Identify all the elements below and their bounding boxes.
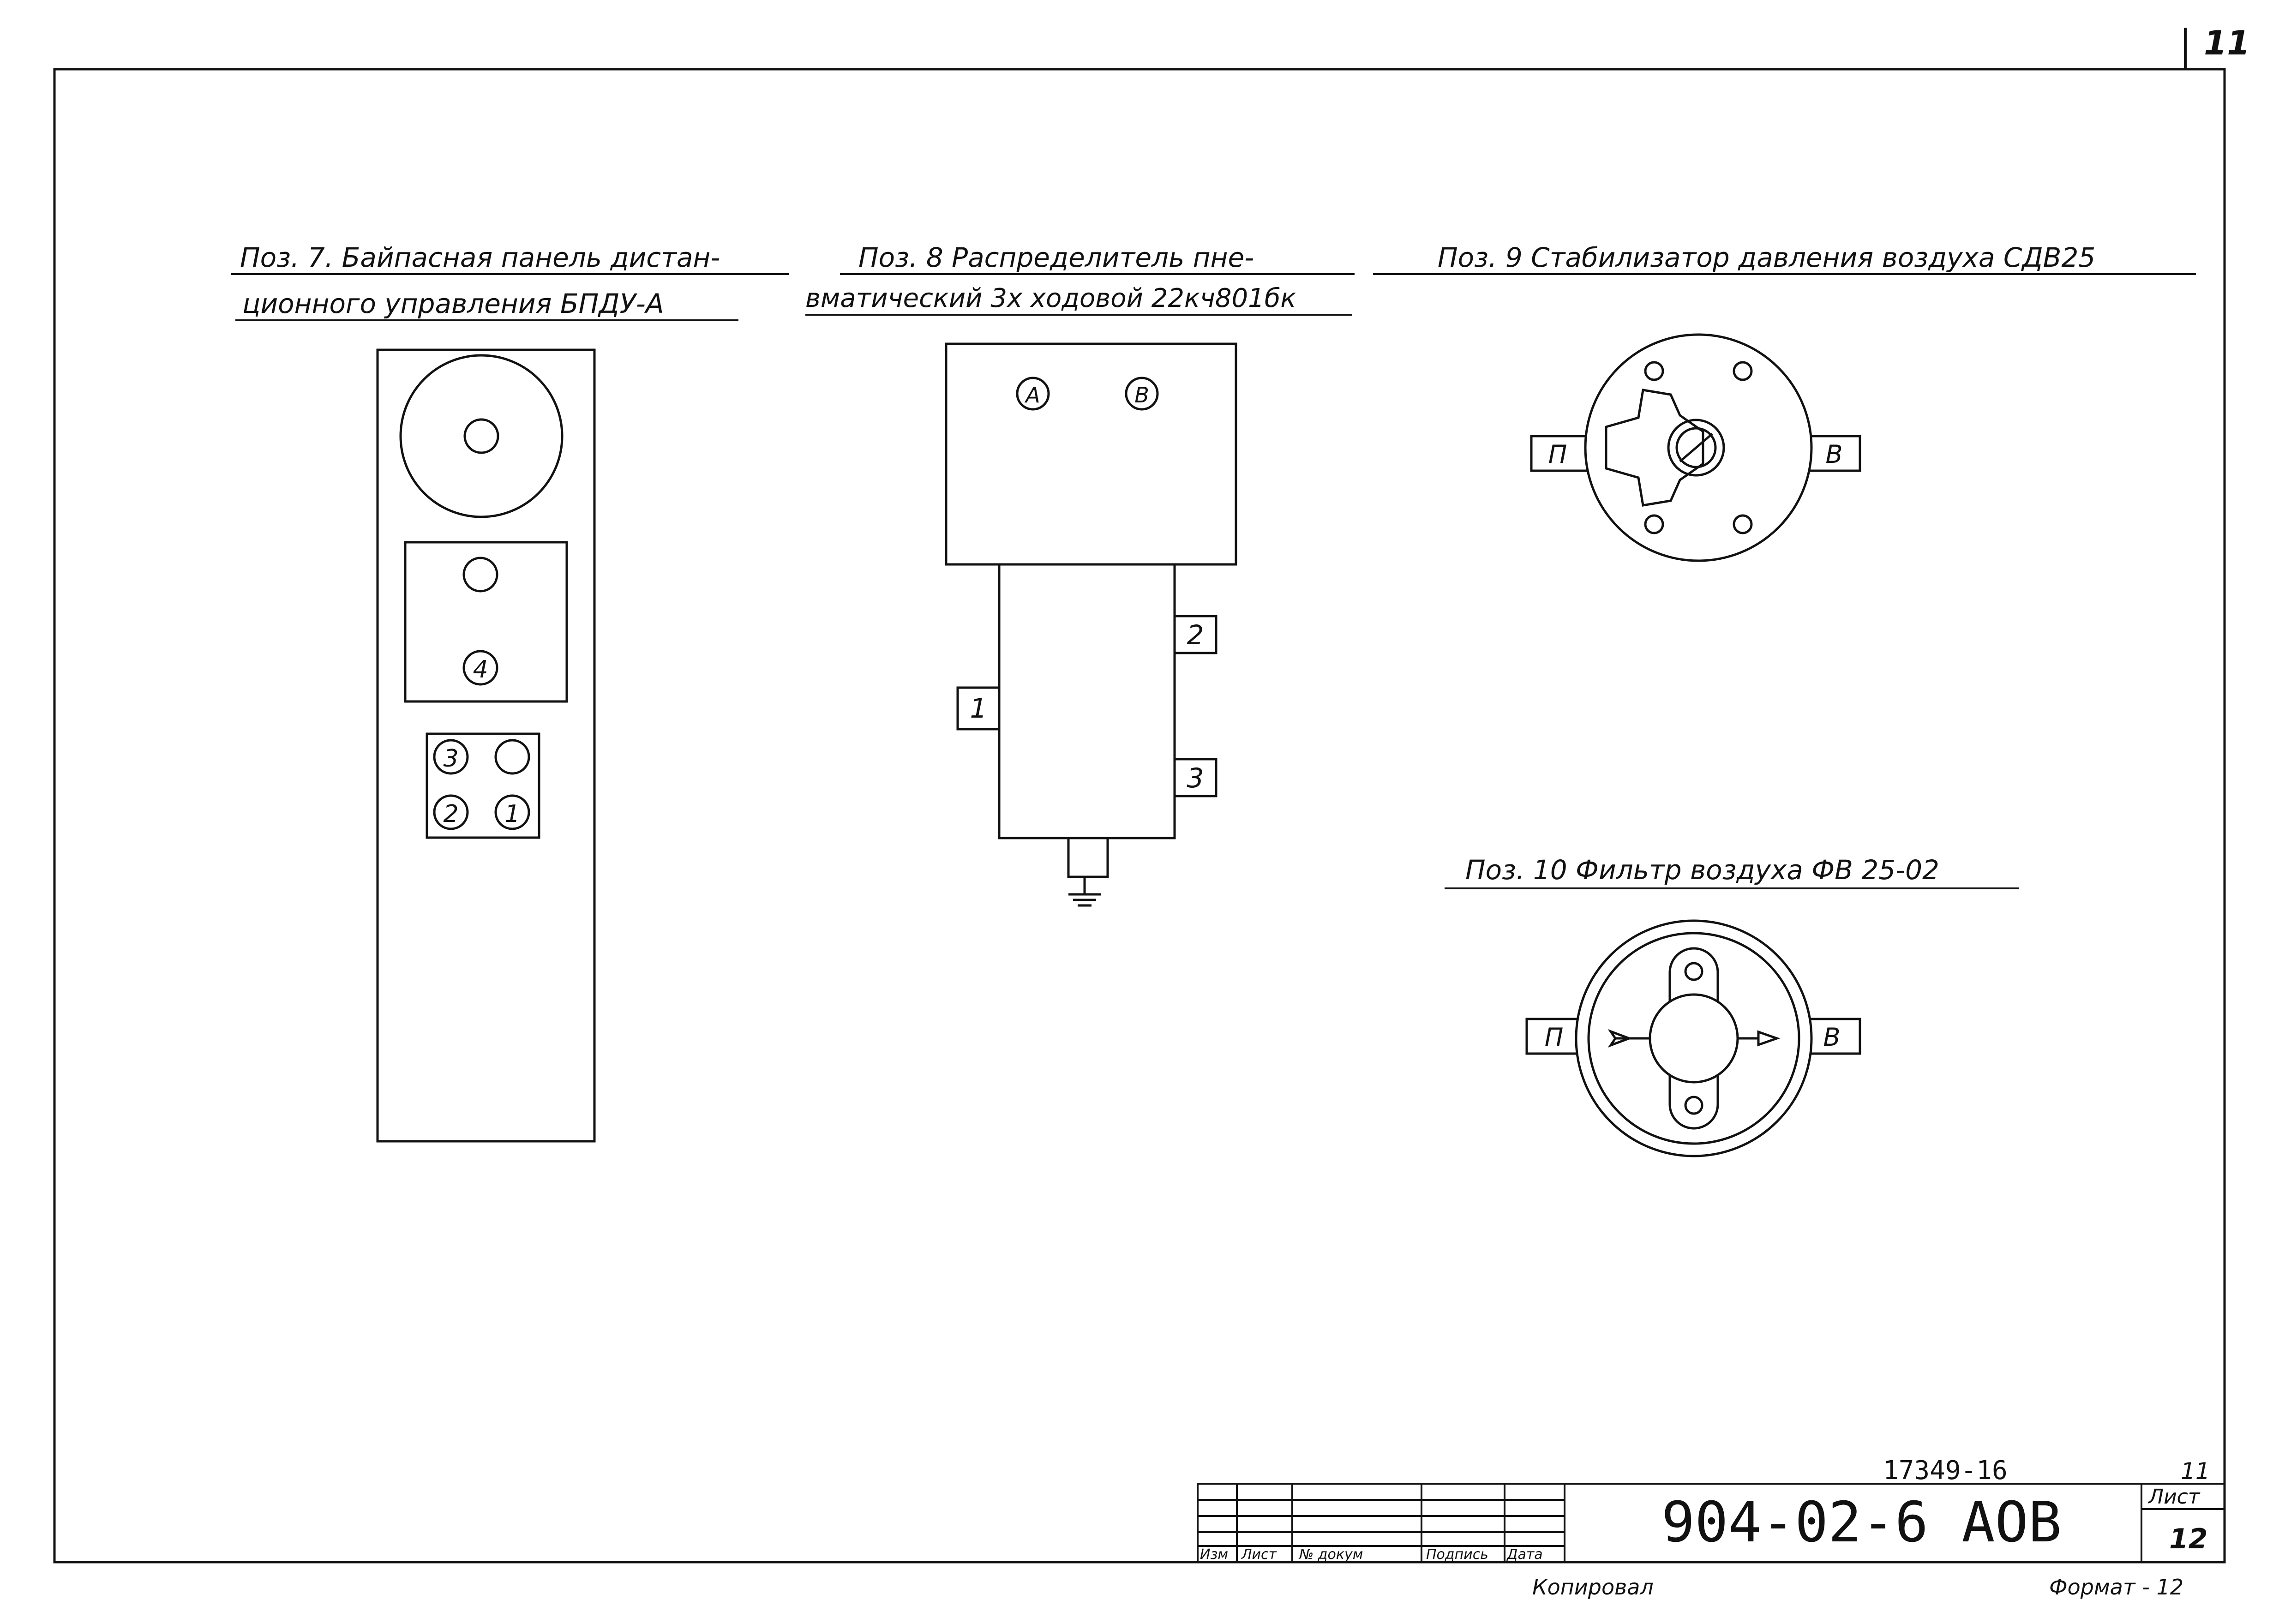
col-doc: № докум (1298, 1546, 1363, 1563)
drawing-frame (53, 68, 2226, 1564)
distributor-port-1-label: 1 (970, 693, 987, 724)
sheet-number: 12 (2169, 1523, 2208, 1555)
copied-by-label: Копировал (1532, 1575, 1654, 1600)
panel-body (376, 348, 596, 1143)
sheet-label: Лист (2147, 1485, 2201, 1509)
stabilizer-port-in-label: П (1548, 440, 1567, 469)
pos10-heading: Поз. 10 Фильтр воздуха ФВ 25-02 (1445, 854, 2019, 889)
panel-socket-1-label: 1 (504, 800, 520, 828)
col-date: Дата (1506, 1546, 1543, 1563)
pos10-title: Поз. 10 Фильтр воздуха ФВ 25-02 (1465, 854, 1939, 886)
panel-gauge-center (463, 418, 499, 454)
panel-socket-3 (433, 739, 469, 775)
distributor-valve-body (998, 563, 1176, 839)
filter-port-out-label: В (1823, 1023, 1840, 1052)
stabilizer-cross-plate (1605, 389, 1704, 507)
pos9-heading: Поз. 9 Стабилизатор давления воздуха СДВ… (1373, 242, 2196, 275)
distributor-mark-b (1125, 377, 1159, 411)
format-label: Формат - 12 (2049, 1575, 2183, 1600)
stabilizer-bolt-1 (1644, 361, 1664, 381)
inventory-number: 17349-16 (1883, 1456, 2008, 1486)
panel-socket-2-label: 2 (443, 800, 458, 828)
pos7-title-line1: Поз. 7. Байпасная панель дистан- (240, 242, 720, 273)
filter-bracket-hole-bottom (1684, 1096, 1703, 1115)
pos8-title-line2: вматический 3х ходовой 22кч801бк (805, 283, 1296, 313)
pneumatic-distributor: А В 1 2 3 (945, 342, 1237, 907)
distributor-port-2-label: 2 (1187, 619, 1204, 651)
distributor-port-2 (1173, 615, 1217, 654)
distributor-mark-a-label: А (1024, 383, 1040, 407)
distributor-mark-b-label: В (1134, 383, 1149, 407)
air-filter: П В (1525, 919, 1861, 1157)
panel-socket-1 (494, 794, 530, 830)
panel-switch-block (404, 541, 568, 703)
stabilizer-bolt-3 (1644, 514, 1664, 534)
col-list: Лист (1241, 1546, 1277, 1563)
pos8-heading: Поз. 8 Распределитель пне- вматический 3… (805, 242, 1355, 316)
pos7-title-line2: ционного управления БПДУ-А (242, 288, 664, 319)
distributor-port-3 (1173, 758, 1217, 797)
stabilizer-body (1584, 333, 1813, 562)
filter-flow-arrow-left (1607, 1029, 1633, 1048)
panel-connector-block (426, 732, 540, 839)
panel-gauge-dial (399, 354, 564, 518)
panel-socket-3-label: 3 (443, 745, 458, 773)
stabilizer-adjust-screw-inner (1675, 427, 1717, 468)
distributor-port-1 (956, 686, 1001, 731)
title-small-mark: 11 (2181, 1458, 2210, 1485)
panel-socket-4 (462, 650, 498, 686)
pos8-title-line1: Поз. 8 Распределитель пне- (858, 242, 1254, 273)
distributor-port-3-label: 3 (1187, 762, 1204, 794)
filter-flow-arrow-right (1757, 1030, 1781, 1047)
stabilizer-screw-slot (1679, 433, 1713, 462)
panel-socket-4-label: 4 (473, 656, 488, 683)
bypass-panel: 4 3 2 1 (376, 348, 596, 1143)
pressure-stabilizer: П В (1530, 333, 1861, 562)
page-number: 11 (2204, 24, 2250, 62)
filter-port-in-label: П (1545, 1023, 1564, 1052)
pos9-title: Поз. 9 Стабилизатор давления воздуха СДВ… (1438, 242, 2095, 273)
panel-switch-knob (462, 557, 498, 593)
stabilizer-adjust-screw (1667, 419, 1725, 477)
title-block: 17349-16 11 Изм Лист № докум Подпись Дат… (1197, 1456, 2225, 1563)
panel-socket-2 (433, 794, 469, 830)
stabilizer-bolt-2 (1733, 361, 1753, 381)
stabilizer-port-out-label: В (1825, 440, 1842, 469)
filter-center-bowl (1649, 993, 1739, 1084)
col-izm: Изм (1200, 1546, 1228, 1563)
title-block-frame (1197, 1483, 2225, 1563)
document-designation: 904-02-6 АОВ (1661, 1491, 2062, 1555)
distributor-actuator (945, 342, 1237, 566)
panel-socket-blank (494, 739, 530, 775)
filter-bracket-hole-top (1684, 962, 1703, 981)
stabilizer-bolt-4 (1733, 514, 1753, 534)
col-sign: Подпись (1426, 1546, 1488, 1563)
distributor-ground-stub (1067, 837, 1109, 878)
pos7-heading: Поз. 7. Байпасная панель дистан- ционног… (231, 242, 789, 321)
distributor-mark-a (1016, 377, 1050, 411)
filter-inner-ring (1587, 932, 1800, 1145)
